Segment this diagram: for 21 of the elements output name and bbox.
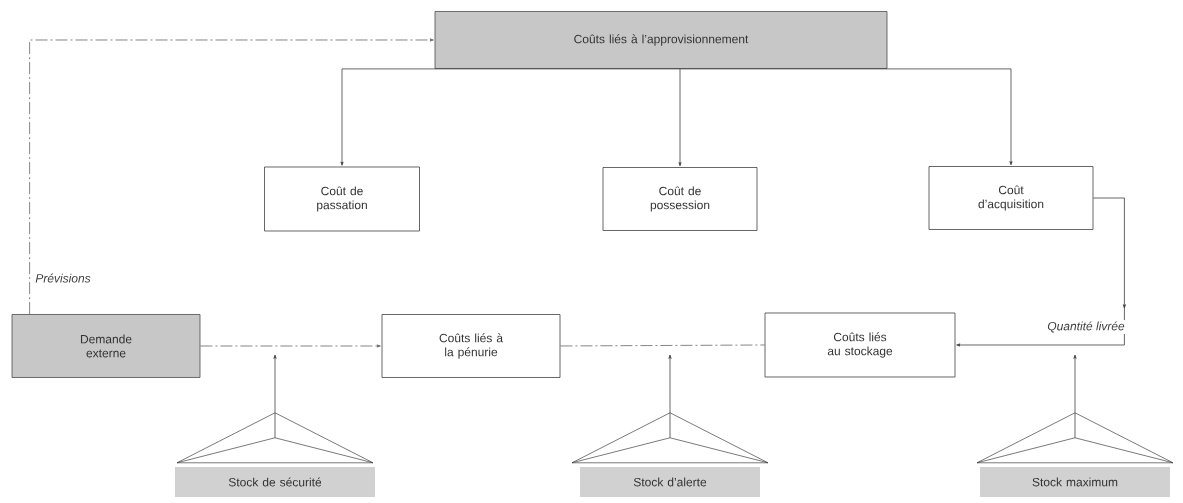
process-box: Coût d’acquisition <box>928 166 1094 230</box>
arrow <box>29 38 434 315</box>
process-box: Coûts liés à la pénurie <box>381 314 561 378</box>
arrow <box>340 68 681 166</box>
arrow <box>1073 354 1077 439</box>
arrow <box>273 354 277 439</box>
process-box: Coûts liés au stockage <box>764 312 956 378</box>
arrow <box>200 344 381 348</box>
stock-label: Stock de sécurité <box>175 467 375 497</box>
arrow <box>679 68 1013 166</box>
shaded-box: Demande externe <box>11 314 201 378</box>
arrow <box>678 68 682 167</box>
process-box: Coût de passation <box>264 166 420 232</box>
process-box: Coût de possession <box>602 167 758 231</box>
arrow <box>956 197 1126 347</box>
shaded-box: Coûts liés à l’approvisionnement <box>434 11 888 69</box>
arrow <box>668 354 672 439</box>
edge-label: Quantité livrée <box>1045 319 1127 335</box>
edge-label: Prévisions <box>33 272 93 285</box>
stock-label: Stock d’alerte <box>580 467 760 497</box>
stock-label: Stock maximum <box>980 467 1170 497</box>
